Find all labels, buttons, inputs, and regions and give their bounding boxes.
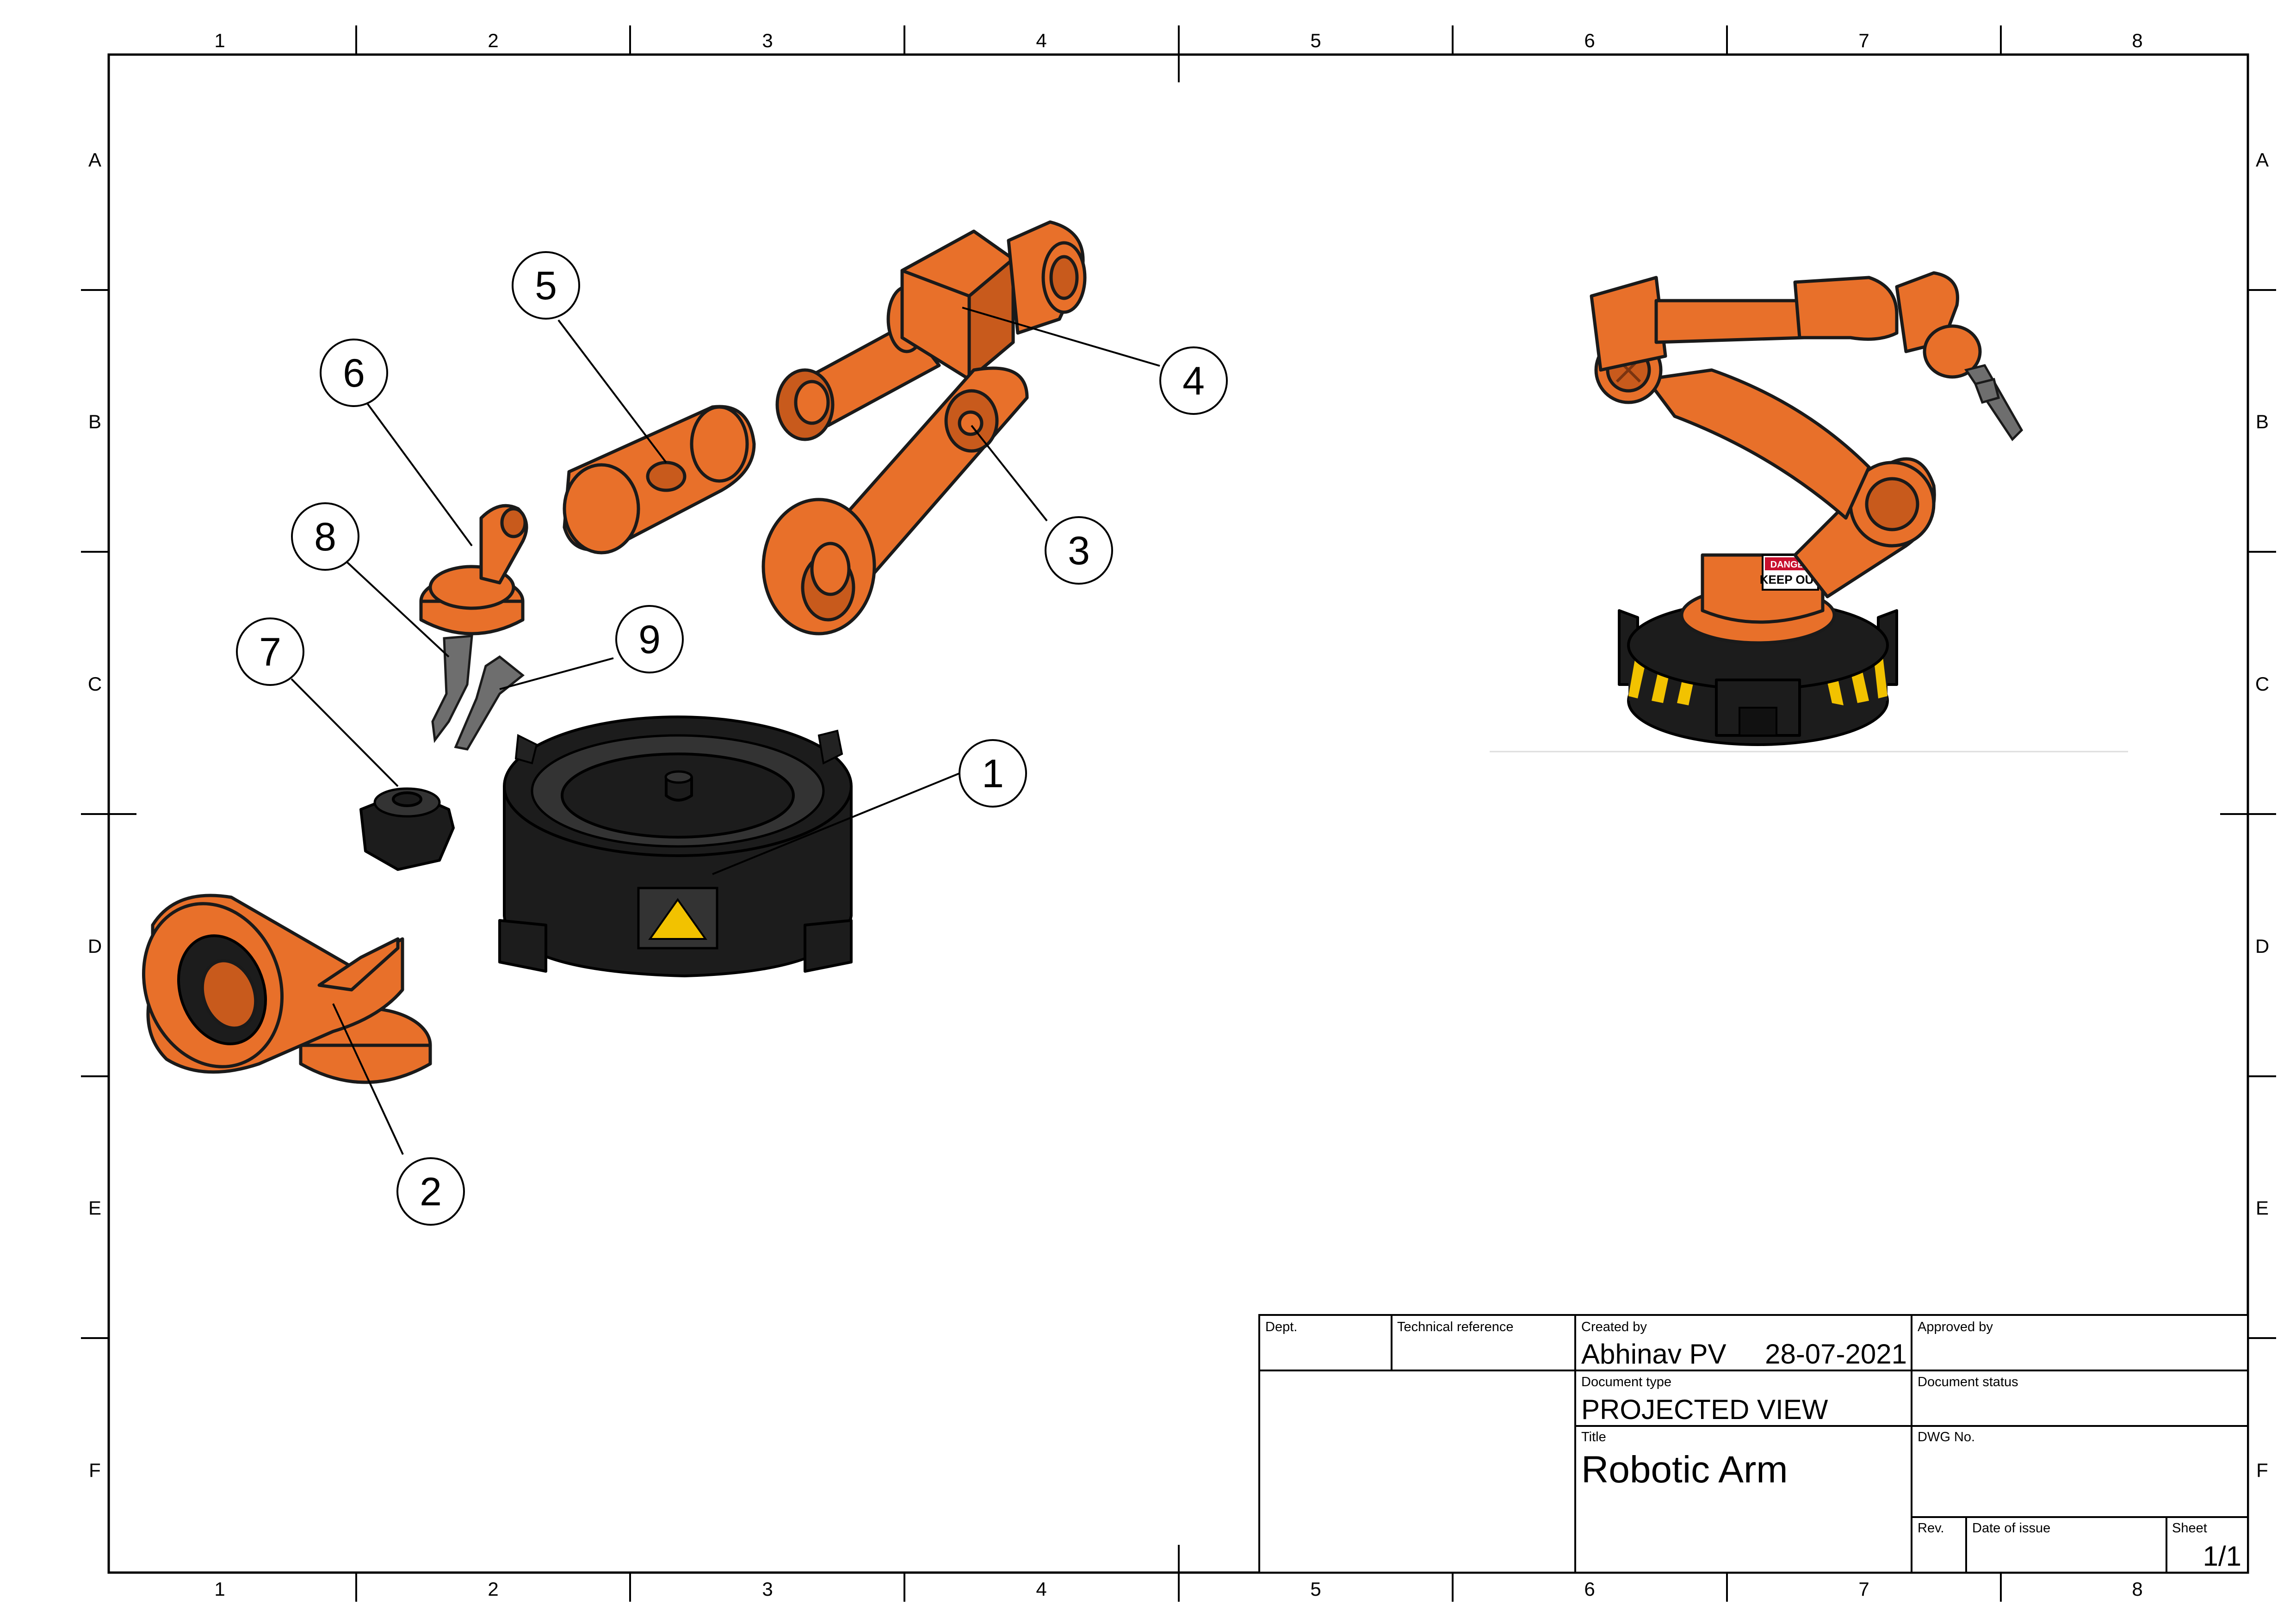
title-label: Title (1581, 1430, 1606, 1444)
created-date-value: 28-07-2021 (1765, 1339, 1907, 1370)
zone-row-e-left: E (88, 1197, 101, 1219)
callout-6: 6 (320, 339, 388, 407)
callout-9-label: 9 (638, 617, 661, 662)
zone-labels-top: 1 2 3 4 5 6 7 8 (214, 30, 2142, 51)
zone-row-f-left: F (89, 1459, 101, 1481)
zone-col-4-top: 4 (1036, 30, 1046, 51)
callout-7-label: 7 (259, 630, 281, 674)
zone-col-1-bottom: 1 (214, 1578, 225, 1600)
zone-col-4-bottom: 4 (1036, 1578, 1046, 1600)
callout-2: 2 (396, 1157, 465, 1226)
part-8-gripper-finger (431, 635, 473, 743)
zone-col-2-bottom: 2 (488, 1578, 498, 1600)
callout-5: 5 (512, 251, 580, 320)
callout-3-label: 3 (1068, 529, 1090, 573)
callout-2-label: 2 (420, 1170, 442, 1214)
assembled-robot-view: DANGER KEEP OUT (1490, 271, 2128, 753)
callout-1-label: 1 (982, 752, 1004, 796)
zone-row-e-right: E (2256, 1197, 2269, 1219)
callout-4-label: 4 (1182, 359, 1205, 403)
zone-col-1-top: 1 (214, 30, 225, 51)
created-by-label: Created by (1581, 1320, 1647, 1334)
document-type-label: Document type (1581, 1375, 1671, 1389)
part-6-wrist (419, 504, 528, 636)
callout-leaders (291, 307, 1160, 1155)
zone-row-b-right: B (2256, 411, 2269, 432)
callout-7: 7 (236, 617, 304, 686)
approved-by-label: Approved by (1918, 1320, 1993, 1334)
zone-col-6-bottom: 6 (1584, 1578, 1595, 1600)
callout-8: 8 (291, 502, 359, 571)
hazard-warning-icon (648, 898, 707, 940)
zone-labels-bottom: 1 2 3 4 5 6 7 8 (214, 1578, 2142, 1600)
zone-col-2-top: 2 (488, 30, 498, 51)
part-2-turret (142, 894, 432, 1084)
part-7-adapter (359, 787, 455, 871)
sheet-value: 1/1 (2203, 1541, 2241, 1572)
zone-col-8-bottom: 8 (2132, 1578, 2142, 1600)
callout-8-label: 8 (314, 515, 336, 559)
zone-col-7-bottom: 7 (1858, 1578, 1869, 1600)
callout-bubbles: 1 2 3 4 5 6 7 8 (236, 251, 1228, 1226)
sheet-label: Sheet (2172, 1521, 2207, 1536)
zone-labels-right: A B C D E F (2255, 149, 2269, 1481)
zone-row-d-left: D (88, 935, 102, 957)
callout-6-label: 6 (343, 351, 365, 395)
part-3-lower-link (761, 366, 1029, 636)
part-4-upper-arm (775, 220, 1087, 441)
part-5-forearm-link (563, 405, 756, 555)
zone-row-b-left: B (88, 411, 101, 432)
callout-3: 3 (1045, 516, 1113, 585)
zone-col-3-bottom: 3 (762, 1578, 773, 1600)
callout-1: 1 (959, 739, 1027, 808)
created-by-value: Abhinav PV (1581, 1339, 1727, 1370)
callout-5-label: 5 (535, 264, 557, 308)
zone-row-d-right: D (2255, 935, 2269, 957)
zone-labels-left: A B C D E F (88, 149, 102, 1481)
zone-row-c-right: C (2255, 673, 2269, 695)
callout-9: 9 (615, 605, 684, 673)
zone-row-f-right: F (2256, 1459, 2268, 1481)
callout-4: 4 (1159, 346, 1228, 415)
zone-row-a-left: A (88, 149, 101, 171)
zone-col-5-bottom: 5 (1310, 1578, 1321, 1600)
part-9-gripper-finger (454, 655, 525, 751)
drawing-title: Robotic Arm (1581, 1449, 1788, 1491)
zone-col-8-top: 8 (2132, 30, 2142, 51)
zone-ticks (81, 25, 2276, 1602)
dwg-no-label: DWG No. (1918, 1430, 1975, 1444)
zone-col-3-top: 3 (762, 30, 773, 51)
date-of-issue-label: Date of issue (1972, 1521, 2050, 1536)
dept-label: Dept. (1265, 1320, 1297, 1334)
zone-col-6-top: 6 (1584, 30, 1595, 51)
zone-row-c-left: C (88, 673, 102, 695)
document-status-label: Document status (1918, 1375, 2018, 1389)
technical-reference-label: Technical reference (1397, 1320, 1513, 1334)
part-1-base (498, 716, 853, 977)
zone-col-7-top: 7 (1858, 30, 1869, 51)
zone-row-a-right: A (2256, 149, 2269, 171)
document-type-value: PROJECTED VIEW (1581, 1394, 1828, 1425)
zone-col-5-top: 5 (1310, 30, 1321, 51)
rev-label: Rev. (1918, 1521, 1944, 1536)
title-block: Dept. Technical reference Created by Abh… (1258, 1314, 2249, 1574)
